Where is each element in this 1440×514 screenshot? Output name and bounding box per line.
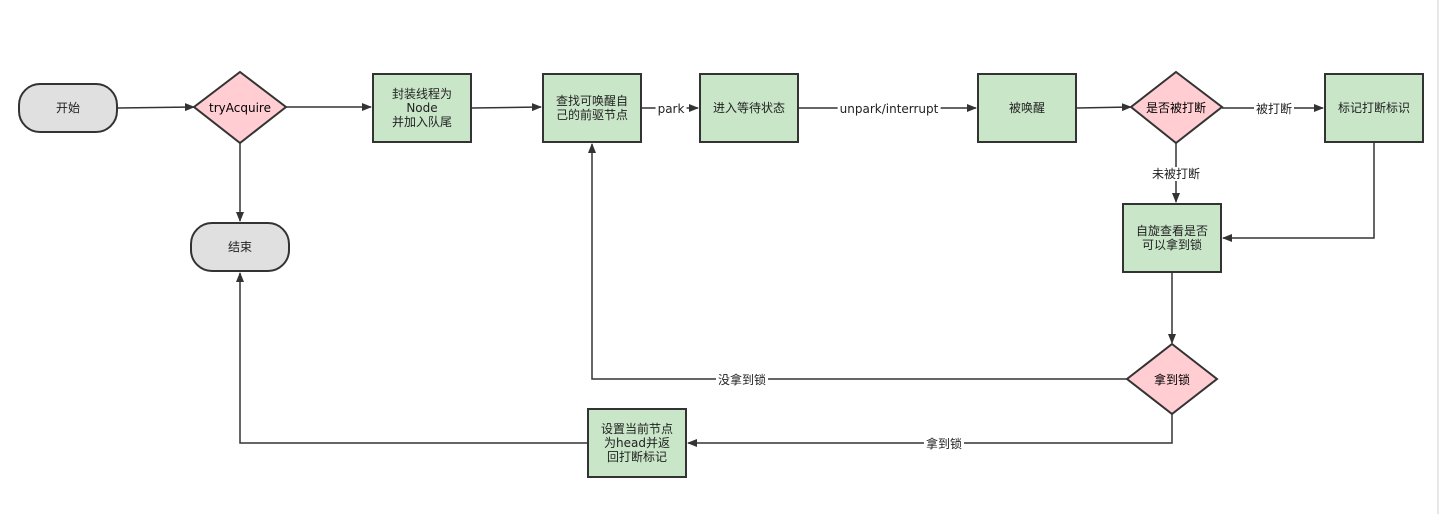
wait-label: 进入等待状态 — [712, 101, 785, 115]
mark-interrupt-label: 标记打断标识 — [1337, 101, 1410, 115]
edge-label-got-lock: 拿到锁 — [923, 437, 965, 451]
canvas-right-border — [1437, 0, 1439, 514]
find-prev-process: 查找可唤醒自 己的前驱节点 — [542, 73, 642, 143]
spin-check-process: 自旋查看是否 可以拿到锁 — [1122, 203, 1222, 273]
edge-mark-to-spin — [1222, 143, 1375, 242]
set-head-process: 设置当前节点 为head并返 回打断标记 — [587, 408, 687, 478]
end-node: 结束 — [190, 222, 290, 272]
woken-process: 被唤醒 — [977, 73, 1077, 143]
decision-got-lock: 拿到锁 — [1125, 342, 1219, 416]
edge-gotlock-to-find — [588, 143, 1127, 380]
set-head-label: 设置当前节点 为head并返 回打断标记 — [600, 422, 673, 464]
edge-label-was-interrupted: 被打断 — [1253, 102, 1295, 116]
edge-gotlock-to-sethead — [687, 414, 1173, 447]
mark-interrupt-process: 标记打断标识 — [1324, 73, 1424, 143]
edge-wrap-to-find — [471, 103, 542, 112]
spin-check-label: 自旋查看是否 可以拿到锁 — [1135, 224, 1208, 252]
start-node: 开始 — [18, 83, 118, 133]
edge-label-unpark: unpark/interrupt — [837, 102, 941, 116]
edge-sethead-to-end — [236, 272, 587, 444]
edge-label-not-interrupted: 未被打断 — [1149, 167, 1203, 181]
start-node-label: 开始 — [55, 101, 80, 115]
edge-label-no-lock: 没拿到锁 — [715, 373, 769, 387]
edge-woken-to-interrupted — [1076, 103, 1132, 112]
decision-interrupted: 是否被打断 — [1129, 70, 1224, 145]
end-node-label: 结束 — [227, 240, 252, 254]
find-prev-label: 查找可唤醒自 己的前驱节点 — [555, 94, 628, 122]
wait-process: 进入等待状态 — [699, 73, 799, 143]
decision-tryacquire: tryAcquire — [192, 70, 288, 145]
wrap-node-label: 封装线程为 Node 并加入队尾 — [391, 87, 452, 129]
edge-start-to-tryacquire — [117, 103, 195, 112]
edge-label-park: park — [655, 102, 687, 116]
wrap-node-process: 封装线程为 Node 并加入队尾 — [372, 73, 472, 143]
woken-label: 被唤醒 — [1008, 101, 1045, 115]
